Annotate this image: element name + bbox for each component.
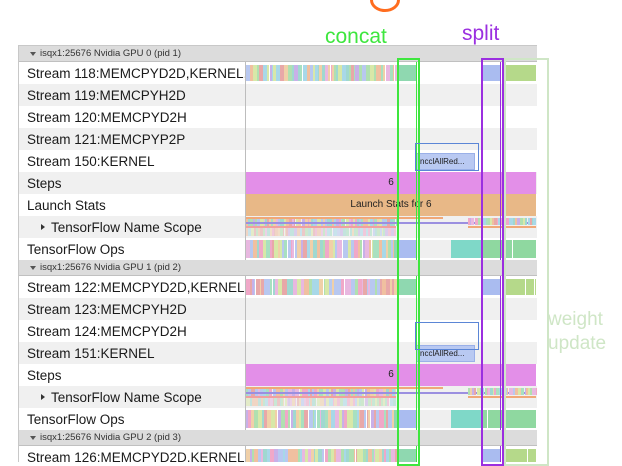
chevron-down-icon[interactable] [30, 435, 36, 440]
timeline-row[interactable]: Launch Stats Launch Stats for 6 [19, 194, 537, 216]
timeline-row-label-cell[interactable]: Stream 118:MEMCPYD2D,KERNEL,ME [19, 62, 246, 84]
timeline-row-label-cell[interactable]: TensorFlow Name Scope [19, 386, 246, 408]
timeline-row[interactable]: Steps 6 [19, 172, 537, 194]
timeline-row-label: Stream 126:MEMCPYD2D,KERNEL,MI [27, 449, 246, 463]
timeline-row[interactable]: Stream 118:MEMCPYD2D,KERNEL,ME [19, 62, 537, 84]
timeline-row-label-cell[interactable]: Stream 120:MEMCPYD2H [19, 106, 246, 128]
group-header[interactable]: isqx1:25676 Nvidia GPU 1 (pid 2) [19, 260, 537, 276]
steps-bar-label: 6 [388, 369, 394, 380]
timeline-row-label-cell[interactable]: TensorFlow Name Scope [19, 216, 246, 238]
timeline-row[interactable]: Steps 6 [19, 364, 537, 386]
timeline-row[interactable]: Stream 151:KERNEL ncclAllRed... [19, 342, 537, 364]
timeline-row-label: Stream 119:MEMCPYH2D [27, 87, 186, 103]
timeline-row-label-cell[interactable]: Stream 124:MEMCPYD2H [19, 320, 246, 342]
timeline-row-label: Steps [27, 367, 62, 383]
launch-stats-bar-label: Launch Stats for 6 [350, 199, 432, 210]
timeline-row-label: TensorFlow Ops [27, 241, 125, 257]
expand-arrow-icon[interactable] [41, 394, 45, 400]
expand-arrow-icon[interactable] [41, 224, 45, 230]
timeline-row[interactable]: TensorFlow Ops [19, 408, 537, 430]
timeline-row-track[interactable] [246, 446, 537, 462]
timeline-row-label-cell[interactable]: Launch Stats [19, 194, 246, 216]
timeline-row-track[interactable] [246, 386, 537, 408]
timeline-row-label: TensorFlow Name Scope [51, 389, 202, 405]
annotation-weight-line2: update [548, 333, 607, 354]
annotation-label-split: split [462, 22, 500, 45]
group-header[interactable]: isqx1:25676 Nvidia GPU 0 (pid 1) [19, 46, 537, 62]
timeline-row[interactable]: Stream 124:MEMCPYD2H [19, 320, 537, 342]
timeline-row-track[interactable] [246, 298, 537, 320]
group-header-label: isqx1:25676 Nvidia GPU 0 (pid 1) [40, 48, 181, 59]
timeline-row-label-cell[interactable]: Steps [19, 364, 246, 386]
group-header-label: isqx1:25676 Nvidia GPU 1 (pid 2) [40, 262, 181, 273]
orange-arc-icon [370, 0, 400, 12]
timeline-row-label-cell[interactable]: Stream 123:MEMCPYH2D [19, 298, 246, 320]
timeline-row-label-cell[interactable]: TensorFlow Ops [19, 238, 246, 260]
timeline-row-label: TensorFlow Ops [27, 411, 125, 427]
timeline-row-label: Steps [27, 175, 62, 191]
timeline-row-label: Stream 123:MEMCPYH2D [27, 301, 187, 317]
timeline-row-label: TensorFlow Name Scope [51, 219, 202, 235]
timeline-row[interactable]: Stream 121:MEMCPYP2P [19, 128, 537, 150]
timeline-row-track[interactable] [246, 84, 537, 106]
timeline-row-track[interactable] [246, 276, 537, 298]
timeline-row[interactable]: Stream 126:MEMCPYD2D,KERNEL,MI [19, 446, 537, 462]
chevron-down-icon[interactable] [30, 265, 36, 270]
annotation-label-weight-update: weight update [548, 308, 606, 356]
timeline-row-label: Stream 118:MEMCPYD2D,KERNEL,ME [27, 65, 246, 81]
timeline-row-label: Stream 151:KERNEL [27, 345, 155, 361]
timeline-row[interactable]: Stream 123:MEMCPYH2D [19, 298, 537, 320]
timeline-row[interactable]: TensorFlow Name Scope [19, 216, 537, 238]
timeline-row-label-cell[interactable]: TensorFlow Ops [19, 408, 246, 430]
annotation-weight-line1: weight [548, 309, 603, 330]
timeline-row-label: Launch Stats [27, 197, 106, 213]
chevron-down-icon[interactable] [30, 51, 36, 56]
timeline-row-label-cell[interactable]: Stream 119:MEMCPYH2D [19, 84, 246, 106]
timeline-row-label: Stream 122:MEMCPYD2D,KERNEL,MI [27, 279, 246, 295]
timeline-row[interactable]: Stream 120:MEMCPYD2H [19, 106, 537, 128]
timeline-row-label-cell[interactable]: Stream 121:MEMCPYP2P [19, 128, 246, 150]
timeline-row[interactable]: TensorFlow Ops [19, 238, 537, 260]
timeline-row-track[interactable]: Launch Stats for 6 [246, 194, 537, 216]
timeline-row-label-cell[interactable]: Stream 151:KERNEL [19, 342, 246, 364]
nccl-allreduce-block[interactable]: ncclAllRed... [416, 153, 475, 170]
timeline-row-track[interactable] [246, 238, 537, 260]
timeline-row-label: Stream 121:MEMCPYP2P [27, 131, 186, 147]
trace-viewer-panel[interactable]: isqx1:25676 Nvidia GPU 0 (pid 1) Stream 1… [18, 45, 537, 462]
timeline-row-track[interactable] [246, 320, 537, 342]
timeline-row-track[interactable] [246, 408, 537, 430]
group-header-label: isqx1:25676 Nvidia GPU 2 (pid 3) [40, 432, 181, 443]
timeline-row-label-cell[interactable]: Steps [19, 172, 246, 194]
timeline-row[interactable]: Stream 150:KERNEL ncclAllRed... [19, 150, 537, 172]
timeline-row-label: Stream 120:MEMCPYD2H [27, 109, 187, 125]
timeline-row-track[interactable]: 6 [246, 364, 537, 386]
nccl-allreduce-block[interactable]: ncclAllRed... [416, 345, 475, 362]
timeline-row[interactable]: TensorFlow Name Scope [19, 386, 537, 408]
timeline-row-track[interactable] [246, 62, 537, 84]
timeline-row-track[interactable] [246, 128, 537, 150]
timeline-row-track[interactable] [246, 216, 537, 238]
group-header[interactable]: isqx1:25676 Nvidia GPU 2 (pid 3) [19, 430, 537, 446]
timeline-row-label-cell[interactable]: Stream 122:MEMCPYD2D,KERNEL,MI [19, 276, 246, 298]
timeline-row[interactable]: Stream 122:MEMCPYD2D,KERNEL,MI [19, 276, 537, 298]
timeline-row-label: Stream 124:MEMCPYD2H [27, 323, 187, 339]
timeline-row[interactable]: Stream 119:MEMCPYH2D [19, 84, 537, 106]
steps-bar-label: 6 [388, 177, 394, 188]
timeline-row-track[interactable]: 6 [246, 172, 537, 194]
timeline-row-label: Stream 150:KERNEL [27, 153, 155, 169]
timeline-row-track[interactable]: ncclAllRed... [246, 342, 537, 364]
timeline-row-label-cell[interactable]: Stream 126:MEMCPYD2D,KERNEL,MI [19, 446, 246, 462]
timeline-row-track[interactable]: ncclAllRed... [246, 150, 537, 172]
timeline-row-label-cell[interactable]: Stream 150:KERNEL [19, 150, 246, 172]
timeline-row-track[interactable] [246, 106, 537, 128]
